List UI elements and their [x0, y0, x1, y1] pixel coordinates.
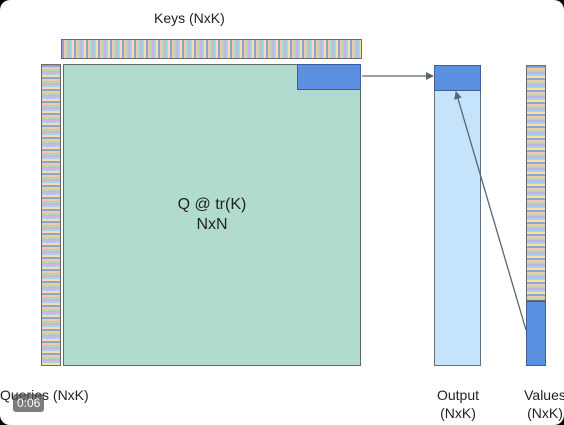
queries-vector-strip [41, 64, 61, 366]
output-label: Output (NxK) [426, 386, 490, 422]
attention-formula-label: Q @ tr(K) [177, 196, 247, 213]
attention-shape-label: NxN [196, 216, 228, 233]
values-label-shape: (NxK) [527, 405, 563, 421]
values-block [526, 301, 546, 366]
attention-matrix-label: Q @ tr(K) NxN [63, 195, 361, 235]
attention-row-block [297, 64, 361, 90]
values-label: Values (NxK) [515, 386, 564, 422]
values-vector-strip [526, 65, 546, 301]
attention-matrix [63, 64, 361, 366]
values-label-name: Values [524, 387, 564, 403]
keys-vector-strip [61, 39, 362, 59]
output-label-name: Output [436, 387, 480, 403]
values-to-output-arrow [454, 91, 527, 331]
keys-label: Keys (NxK) [154, 10, 225, 26]
output-row-block [434, 65, 481, 91]
output-label-shape: (NxK) [440, 405, 476, 421]
video-timestamp: 0:06 [13, 394, 45, 412]
